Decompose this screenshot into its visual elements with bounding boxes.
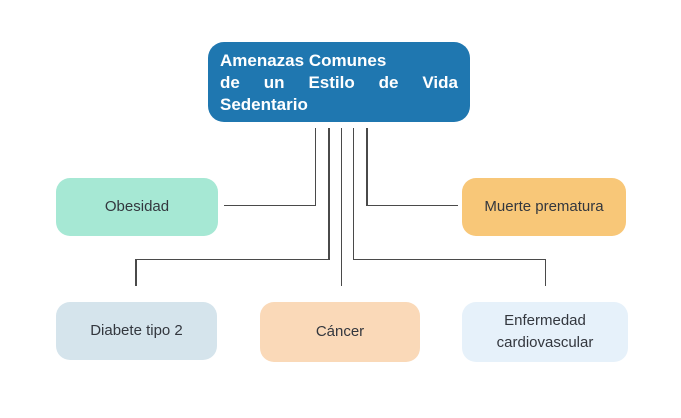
connector-horizontal-enfermedad [352, 258, 546, 261]
node-obesidad-label: Obesidad [104, 198, 170, 216]
connector-stub-enfermedad [352, 128, 354, 260]
title-line-3: Sedentario [220, 95, 308, 114]
connector-horizontal-obesidad [224, 204, 316, 207]
node-diabete-tipo-2: Diabete tipo 2 [56, 302, 217, 360]
title-line-2: de un Estilo de Vida [220, 73, 458, 92]
connector-stub-cancer [340, 128, 342, 286]
node-cancer-label: Cáncer [315, 323, 365, 341]
connector-stub-diabete [328, 128, 330, 260]
connector-horizontal-muerte [366, 204, 458, 207]
node-muerte-prematura-label: Muerte prematura [484, 198, 604, 216]
connector-stub-obesidad [314, 128, 316, 206]
connector-horizontal-diabete [135, 258, 330, 261]
node-enfermedad-cardiovascular: Enfermedad cardiovascular [462, 302, 628, 362]
connector-drop-diabete [135, 259, 137, 286]
connector-stub-muerte [366, 128, 368, 206]
node-obesidad: Obesidad [56, 178, 218, 236]
node-enfermedad-cardiovascular-label: Enfermedad cardiovascular [496, 312, 594, 351]
connector-drop-enfermedad [544, 259, 546, 286]
node-diabete-tipo-2-label: Diabete tipo 2 [90, 322, 183, 340]
node-muerte-prematura: Muerte prematura [462, 178, 626, 236]
node-title: Amenazas Comunes de un Estilo de Vida Se… [208, 42, 470, 122]
title-line-1: Amenazas Comunes [220, 51, 387, 70]
node-cancer: Cáncer [260, 302, 420, 362]
